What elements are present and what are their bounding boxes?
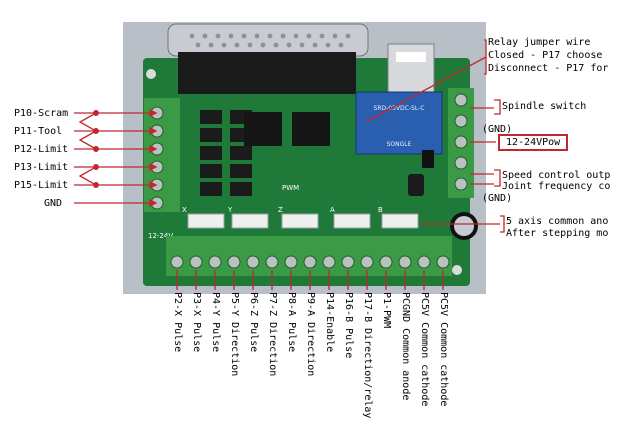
right-arrows: [365, 39, 505, 233]
label-p16: P16-B Pulse: [343, 292, 354, 359]
svg-text:SONGLE: SONGLE: [387, 141, 412, 148]
label-axis-common-1: 5 axis common ano: [506, 216, 609, 227]
label-pc5v-1: PC5V Common cathode: [419, 292, 430, 407]
label-p2: P2-X Pulse: [172, 292, 183, 353]
label-p6: P6-Z Pulse: [248, 292, 259, 353]
label-gnd-1: (GND): [482, 124, 513, 135]
usb-connector: [387, 43, 435, 93]
label-p5: P5-Y Direction: [229, 292, 240, 377]
label-gnd-left: GND: [44, 198, 63, 209]
svg-text:SRD-05VDC-SL-C: SRD-05VDC-SL-C: [374, 105, 425, 112]
label-p8: P8-A Pulse: [286, 292, 297, 353]
axis-label-y: Y: [227, 206, 233, 214]
label-p11-tool: P11-Tool: [14, 126, 63, 137]
label-p12-limit: P12-Limit: [14, 144, 69, 155]
label-relay-line3: Disconnect - P17 for: [488, 63, 609, 74]
label-spindle-switch: Spindle switch: [502, 101, 587, 112]
label-p7: P7-Z Direction: [267, 292, 278, 377]
volt-silkscreen: 12-24V: [148, 232, 173, 240]
label-pcgnd: PCGND Common anode: [400, 292, 411, 401]
label-relay-line1: Relay jumper wire: [488, 37, 591, 48]
label-relay-line2: Closed - P17 choose: [488, 50, 603, 61]
axis-label-a: A: [330, 206, 335, 214]
label-p3: P3-X Pulse: [191, 292, 202, 353]
label-speed-control-1: Speed control outp: [502, 170, 611, 181]
label-p14: P14-Enable: [324, 292, 335, 353]
label-p4: P4-Y Pulse: [210, 292, 221, 353]
label-axis-common-2: After stepping mo: [506, 228, 609, 239]
optocouplers: [200, 110, 252, 196]
bottom-arrows: [176, 270, 444, 290]
axis-label-b: B: [378, 206, 383, 214]
bottom-terminal-block: [166, 236, 452, 276]
label-p10-scram: P10-Scram: [14, 108, 69, 119]
left-arrows: [74, 108, 158, 208]
label-speed-control-2: Joint frequency co: [502, 181, 611, 192]
axis-headers: [187, 213, 419, 229]
right-terminal-block: [448, 88, 474, 198]
label-p9: P9-A Direction: [305, 292, 316, 377]
label-pc5v-2: PC5V Common cathode: [438, 292, 449, 407]
label-p15-limit: P15-Limit: [14, 180, 69, 191]
ic-chips: [244, 112, 330, 146]
capacitors: [408, 150, 478, 240]
label-power-input: 12-24VPow: [498, 134, 569, 151]
pwm-silkscreen: PWM: [282, 184, 299, 192]
left-terminal-block: [144, 98, 180, 212]
axis-label-x: X: [182, 206, 187, 214]
db25-connector: [167, 23, 369, 94]
label-p13-limit: P13-Limit: [14, 162, 69, 173]
label-p17: P17-B Direction/relay: [362, 292, 373, 419]
axis-label-z: Z: [278, 206, 283, 214]
label-gnd-2: (GND): [482, 193, 513, 204]
relay: SRD-05VDC-SL-C SONGLE: [355, 91, 443, 155]
label-p1: P1-PWM: [381, 292, 392, 329]
